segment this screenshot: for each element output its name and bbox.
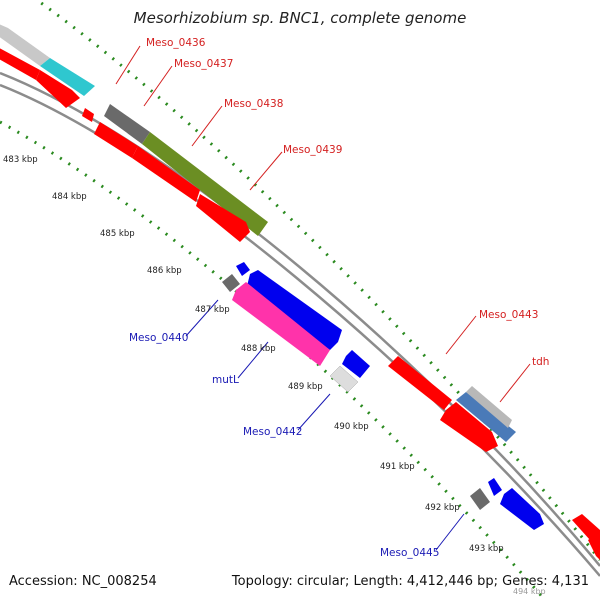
kbp-tick-labels: 483 kbp 484 kbp 485 kbp 486 kbp 487 kbp …	[3, 155, 504, 554]
backbone-outer	[0, 71, 600, 567]
label-tdh[interactable]: tdh	[532, 356, 549, 368]
gene-red-0439[interactable]	[132, 146, 200, 202]
label-meso-0438[interactable]: Meso_0438	[224, 98, 283, 110]
gene-red-edge-b[interactable]	[588, 532, 600, 560]
label-meso-0436[interactable]: Meso_0436	[146, 37, 206, 49]
tick-489: 489 kbp	[288, 382, 323, 392]
gene-red-0439b[interactable]	[196, 194, 250, 242]
tick-494: 494 kbp	[513, 587, 546, 596]
gene-meso-0438[interactable]	[104, 104, 150, 144]
gene-labels: Meso_0436 Meso_0437 Meso_0438 Meso_0439 …	[129, 37, 549, 559]
tick-491: 491 kbp	[380, 462, 415, 472]
gene-tdh-light[interactable]	[466, 386, 512, 428]
label-meso-0442[interactable]: Meso_0442	[243, 426, 302, 438]
label-meso-0437[interactable]: Meso_0437	[174, 58, 233, 70]
tick-484: 484 kbp	[52, 192, 87, 202]
backbone-inner	[0, 83, 600, 577]
gene-blue-large[interactable]	[246, 270, 342, 350]
gene-meso-0443[interactable]	[388, 356, 452, 410]
label-meso-0445[interactable]: Meso_0445	[380, 547, 439, 559]
map-title: Mesorhizobium sp. BNC1, complete genome	[133, 9, 467, 27]
gene-red-0443b[interactable]	[440, 402, 498, 452]
genome-stats-text: Topology: circular; Length: 4,412,446 bp…	[231, 574, 589, 589]
red-leaders	[115, 45, 531, 403]
label-meso-0440[interactable]: Meso_0440	[129, 332, 188, 344]
accession-text: Accession: NC_008254	[9, 574, 157, 589]
gene-blue-0442[interactable]	[342, 350, 370, 378]
tick-486: 486 kbp	[147, 266, 182, 276]
tick-493: 493 kbp	[469, 544, 504, 554]
gene-small-red[interactable]	[82, 108, 94, 122]
gene-mutl[interactable]	[232, 282, 330, 366]
label-mutl[interactable]: mutL	[212, 374, 239, 386]
gene-meso-0445[interactable]	[470, 488, 490, 510]
gene-blue-0445b[interactable]	[500, 488, 544, 530]
gene-red-0438[interactable]	[94, 122, 138, 158]
label-meso-0443[interactable]: Meso_0443	[479, 309, 538, 321]
tick-490: 490 kbp	[334, 422, 369, 432]
gene-tdh[interactable]	[456, 392, 516, 442]
tick-485: 485 kbp	[100, 229, 135, 239]
label-meso-0439[interactable]: Meso_0439	[283, 144, 342, 156]
gene-meso-0439[interactable]	[142, 132, 268, 236]
gene-blue-small[interactable]	[236, 262, 250, 276]
blue-leaders	[185, 299, 465, 551]
tick-483: 483 kbp	[3, 155, 38, 165]
gene-meso-0437[interactable]	[0, 44, 40, 80]
gene-blue-0445[interactable]	[488, 478, 502, 496]
tick-488: 488 kbp	[241, 344, 276, 354]
tick-487: 487 kbp	[195, 305, 230, 315]
tick-492: 492 kbp	[425, 503, 460, 513]
gene-meso-0437b[interactable]	[36, 70, 80, 108]
gene-meso-0442[interactable]	[329, 365, 359, 393]
gene-meso-0440[interactable]	[222, 274, 240, 292]
gene-meso-0436[interactable]	[0, 20, 95, 96]
gene-red-edge[interactable]	[572, 514, 600, 544]
